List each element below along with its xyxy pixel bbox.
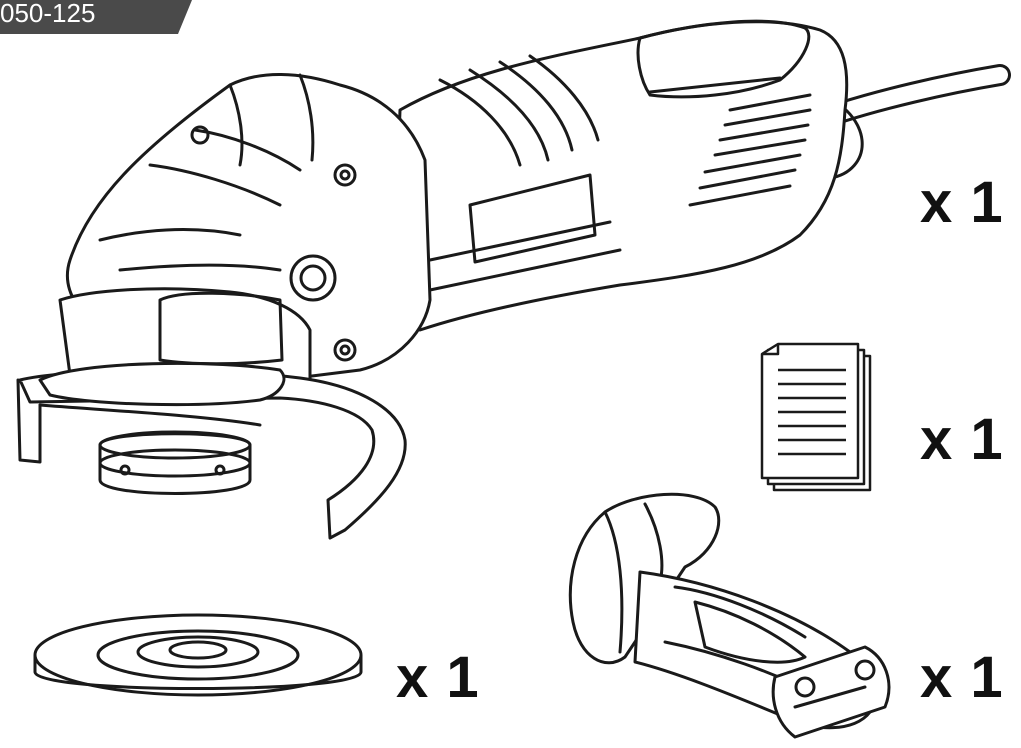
model-code: 050-125 <box>0 0 96 28</box>
angle-grinder-icon <box>16 19 1011 540</box>
disc-quantity-label: x 1 <box>396 645 480 710</box>
handle-quantity-label: x 1 <box>920 645 1004 710</box>
grinder-quantity-label: x 1 <box>920 170 1004 235</box>
model-tab-shape <box>0 0 192 34</box>
side-handle-icon <box>568 492 891 739</box>
grinding-disc-icon <box>33 613 363 697</box>
manual-quantity-label: x 1 <box>920 407 1004 472</box>
document-stack-icon <box>760 342 872 492</box>
